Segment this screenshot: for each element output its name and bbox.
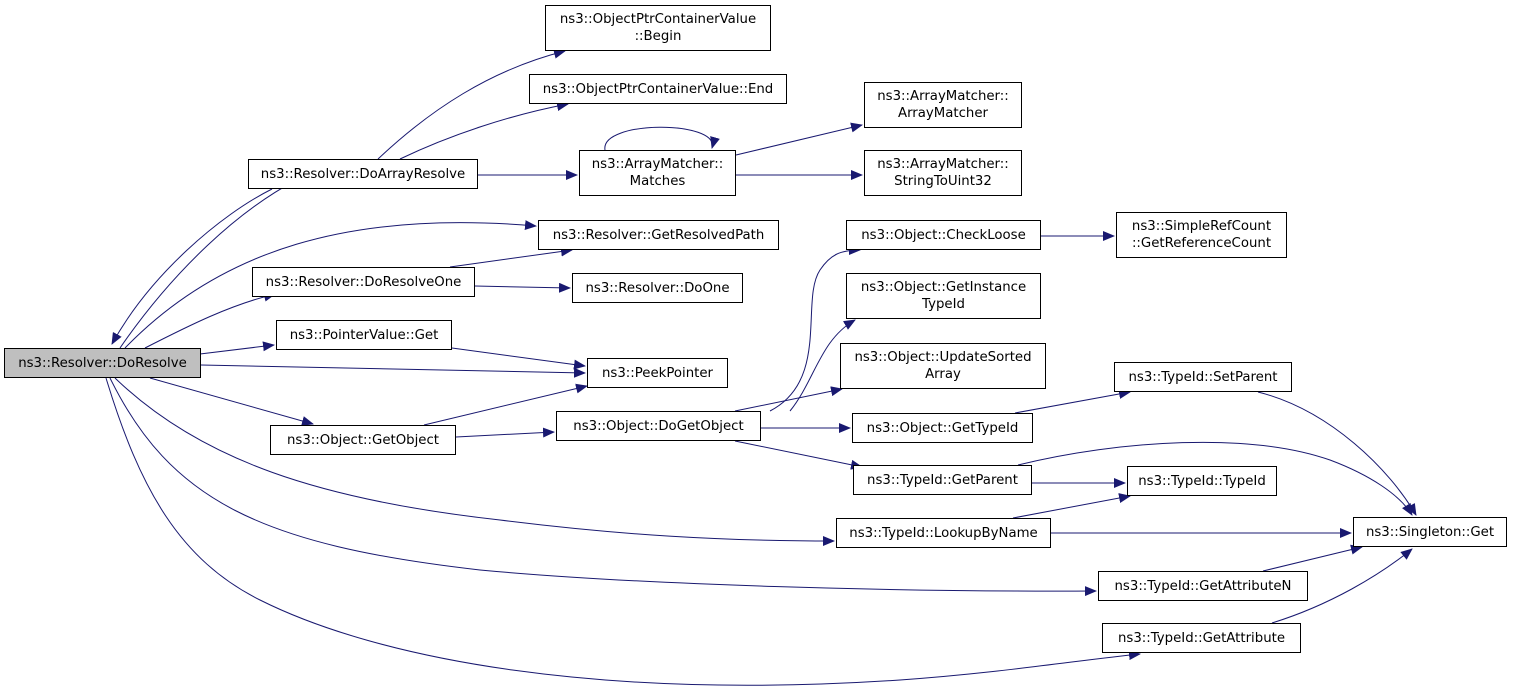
edge-dogetobject-to-updatesortedarray [734, 386, 843, 412]
edge-doresolve-to-peekpointer [200, 364, 586, 378]
edge-getattribute-to-singletonget [1271, 548, 1413, 624]
node-label-line: ns3::Object::CheckLoose [861, 227, 1026, 243]
node-label-line: StringToUint32 [894, 174, 992, 189]
node-optrbegin[interactable]: ns3::ObjectPtrContainerValue::Begin [545, 5, 771, 51]
node-pointervalueget[interactable]: ns3::PointerValue::Get [276, 320, 452, 350]
node-label-line: ArrayMatcher [897, 106, 989, 121]
edge-pointervalueget-to-peekpointer [451, 347, 586, 370]
node-getattributen[interactable]: ns3::TypeId::GetAttributeN [1098, 571, 1308, 601]
edge-matches-to-matches [604, 126, 720, 151]
node-objectgetobject[interactable]: ns3::Object::GetObject [270, 425, 456, 455]
edge-lookupbyname-to-typeid [1012, 493, 1131, 519]
node-matches[interactable]: ns3::ArrayMatcher::Matches [579, 150, 736, 196]
node-label-line: TypeId [922, 297, 965, 312]
node-label-line: Array [925, 367, 961, 382]
node-getresolvedpath[interactable]: ns3::Resolver::GetResolvedPath [538, 220, 779, 250]
node-gettypeid[interactable]: ns3::Object::GetTypeId [852, 413, 1033, 443]
node-singletonget[interactable]: ns3::Singleton::Get [1353, 517, 1507, 547]
edge-doresolveone-to-doone [474, 282, 571, 293]
node-label-line: ns3::PeekPointer [601, 365, 714, 381]
edge-doresolve-to-getattribute [105, 377, 1141, 686]
edge-dogetobject-to-getparent [734, 440, 863, 470]
edge-setparent-to-singletonget [1257, 391, 1417, 516]
node-label-line: ns3::Resolver::DoArrayResolve [260, 166, 466, 182]
node-typeid[interactable]: ns3::TypeId::TypeId [1127, 466, 1277, 496]
node-label-line: ns3::Resolver::DoOne [585, 280, 730, 296]
node-label-line: ns3::ArrayMatcher:: [877, 89, 1009, 104]
node-arraymatcher[interactable]: ns3::ArrayMatcher::ArrayMatcher [864, 82, 1022, 128]
node-dogetobject[interactable]: ns3::Object::DoGetObject [556, 411, 761, 441]
edge-doresolve-to-lookupbyname [114, 377, 835, 546]
edge-matches-to-arraymatcher [735, 122, 863, 156]
edge-getparent-to-singletonget [1017, 441, 1413, 516]
edge-gettypeid-to-setparent [1014, 389, 1131, 414]
node-label-line: ns3::Object::GetTypeId [866, 420, 1019, 436]
node-label-line: ns3::TypeId::GetAttribute [1117, 630, 1286, 646]
node-label-line: ns3::SimpleRefCount [1131, 219, 1272, 234]
node-label-line: ns3::TypeId::GetAttributeN [1114, 578, 1292, 594]
node-getattribute[interactable]: ns3::TypeId::GetAttribute [1102, 623, 1301, 653]
edge-objectgetobject-to-dogetobject [455, 427, 555, 438]
node-doone[interactable]: ns3::Resolver::DoOne [572, 273, 743, 303]
node-label-line: ns3::ObjectPtrContainerValue::End [542, 81, 774, 97]
node-label-line: ns3::TypeId::TypeId [1138, 473, 1266, 489]
node-getreferencecount[interactable]: ns3::SimpleRefCount::GetReferenceCount [1116, 212, 1287, 258]
edge-doresolve-to-doresolveone [144, 291, 276, 349]
node-label-line: ns3::TypeId::SetParent [1128, 369, 1278, 385]
node-label-line: Matches [629, 174, 686, 189]
edge-dogetobject-to-getinstancetypeid [789, 319, 856, 412]
edge-doresolveone-to-getresolvedpath [449, 246, 573, 268]
node-label-line: ns3::Resolver::DoResolveOne [265, 274, 462, 290]
edge-doresolve-to-getresolvedpath [124, 220, 537, 349]
node-label-line: ns3::ArrayMatcher:: [591, 157, 724, 172]
node-label-line: ns3::Object::DoGetObject [573, 418, 744, 434]
edge-doresolve-to-pointervalueget [199, 341, 275, 355]
node-label-line: ns3::Resolver::GetResolvedPath [552, 227, 765, 243]
edge-doarrayresolve-to-doresolve [111, 188, 273, 345]
node-doresolve: ns3::Resolver::DoResolve [4, 348, 201, 378]
node-label-line: ::Begin [634, 29, 682, 44]
node-doarrayresolve[interactable]: ns3::Resolver::DoArrayResolve [248, 159, 478, 189]
node-label-line: ns3::TypeId::LookupByName [849, 525, 1038, 541]
edge-objectgetobject-to-peekpointer [423, 383, 588, 426]
node-label-line: ns3::Resolver::DoResolve [18, 355, 187, 371]
node-label-line: ns3::Object::UpdateSorted [854, 350, 1032, 365]
node-label-line: ns3::ObjectPtrContainerValue [559, 12, 757, 27]
edge-doresolve-to-objectgetobject [149, 377, 314, 426]
node-checkloose[interactable]: ns3::Object::CheckLoose [846, 220, 1041, 250]
node-lookupbyname[interactable]: ns3::TypeId::LookupByName [836, 518, 1051, 548]
edge-doarrayresolve-to-optrbegin [377, 48, 566, 160]
node-label-line: ns3::PointerValue::Get [289, 327, 439, 343]
node-label-line: ::GetReferenceCount [1131, 236, 1272, 251]
node-label-line: ns3::Object::GetObject [286, 432, 440, 448]
edge-doresolve-to-getattributen [109, 377, 1097, 597]
edge-getattributen-to-singletonget [1262, 544, 1363, 572]
edge-doarrayresolve-to-optrend [399, 101, 569, 160]
node-label-line: ns3::ArrayMatcher:: [877, 157, 1009, 172]
node-label-line: ns3::TypeId::GetParent [867, 472, 1018, 488]
edge-dogetobject-to-checkloose [769, 245, 861, 412]
node-stringtouint32[interactable]: ns3::ArrayMatcher::StringToUint32 [864, 150, 1022, 196]
node-peekpointer[interactable]: ns3::PeekPointer [587, 358, 728, 388]
node-setparent[interactable]: ns3::TypeId::SetParent [1114, 362, 1292, 392]
node-label-line: ns3::Object::GetInstance [860, 280, 1027, 295]
node-doresolveone[interactable]: ns3::Resolver::DoResolveOne [252, 267, 475, 297]
node-label-line: ns3::Singleton::Get [1365, 524, 1495, 540]
node-getparent[interactable]: ns3::TypeId::GetParent [853, 465, 1032, 495]
node-optrend[interactable]: ns3::ObjectPtrContainerValue::End [529, 74, 787, 104]
